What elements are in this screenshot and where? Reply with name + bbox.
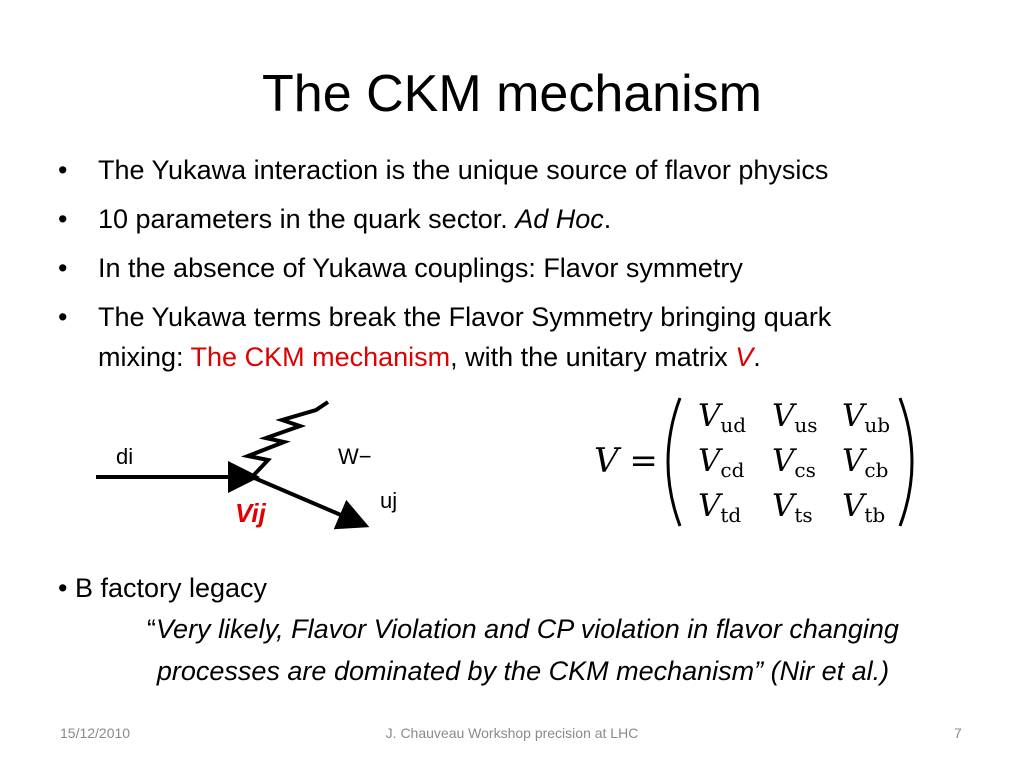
footer-date: 15/12/2010 — [60, 725, 131, 741]
matrix-element-vtb: Vtb — [842, 488, 885, 527]
nir-quote: “Very likely, Flavor Violation and CP vi… — [50, 608, 996, 692]
bullet-marker: • — [58, 253, 68, 283]
bullet-text: 10 parameters in the quark sector. — [98, 204, 516, 234]
b-factory-legacy-heading: • B factory legacy — [58, 573, 268, 603]
outgoing-quark-line — [251, 475, 370, 530]
bullet-text: The Yukawa interaction is the unique sou… — [98, 155, 829, 185]
matrix-element-vub: Vub — [842, 398, 890, 437]
footer-center-text: J. Chauveau Workshop precision at LHC — [385, 725, 639, 741]
bullet-text-pre: mixing: — [98, 342, 191, 372]
right-parenthesis — [898, 397, 914, 527]
ad-hoc-text: Ad Hoc — [515, 204, 604, 234]
matrix-element-vtd: Vtd — [698, 488, 741, 527]
bullet-text-line1: The Yukawa terms break the Flavor Symmet… — [98, 302, 832, 332]
vertex-vij-label: Vij — [235, 498, 266, 528]
quote-line2: processes are dominated by the CKM mecha… — [156, 656, 755, 686]
bullet-list: • The Yukawa interaction is the unique s… — [58, 150, 968, 386]
quote-line1: Very likely, Flavor Violation and CP vio… — [156, 614, 899, 644]
matrix-element-vcd: Vcd — [698, 443, 745, 482]
feynman-diagram: di W− uj Vij — [90, 400, 430, 550]
left-parenthesis — [666, 397, 682, 527]
matrix-element-vts: Vts — [772, 488, 813, 527]
incoming-quark-label: di — [116, 444, 134, 469]
matrix-v-highlight: V — [735, 342, 754, 372]
bullet-marker: • — [58, 155, 68, 185]
feynman-diagram-lines — [96, 400, 370, 530]
bullet-text: In the absence of Yukawa couplings: Flav… — [98, 253, 743, 283]
matrix-element-vud: Vud — [698, 398, 746, 437]
matrix-lhs: V = — [594, 441, 658, 481]
bullet-flavor-symmetry: • In the absence of Yukawa couplings: Fl… — [58, 248, 968, 288]
quote-attribution: ” (Nir et al.) — [754, 656, 890, 686]
ckm-mechanism-highlight: The CKM mechanism — [190, 342, 451, 372]
slide-title: The CKM mechanism — [262, 65, 762, 123]
w-boson-wavy-line — [240, 400, 330, 479]
bullet-text-mid: , with the unitary matrix — [450, 342, 736, 372]
bullet-ckm-mixing: • The Yukawa terms break the Flavor Symm… — [58, 297, 968, 377]
outgoing-quark-label: uj — [380, 488, 398, 513]
period: . — [753, 342, 761, 372]
bullet-parameters: • 10 parameters in the quark sector. Ad … — [58, 199, 968, 239]
matrix-element-vcs: Vcs — [772, 443, 816, 482]
period: . — [603, 204, 612, 234]
page-number: 7 — [954, 725, 962, 741]
w-boson-label: W− — [338, 444, 372, 469]
bullet-marker: • — [58, 302, 68, 332]
quote-open-mark: “ — [147, 614, 157, 644]
matrix-element-vcb: Vcb — [842, 443, 888, 482]
bullet-marker: • — [58, 204, 68, 234]
matrix-element-vus: Vus — [772, 398, 818, 437]
bullet-yukawa-source: • The Yukawa interaction is the unique s… — [58, 150, 968, 190]
ckm-matrix: V = Vud Vus Vub Vcd Vcs Vcb Vtd Vts Vtb — [594, 397, 914, 527]
